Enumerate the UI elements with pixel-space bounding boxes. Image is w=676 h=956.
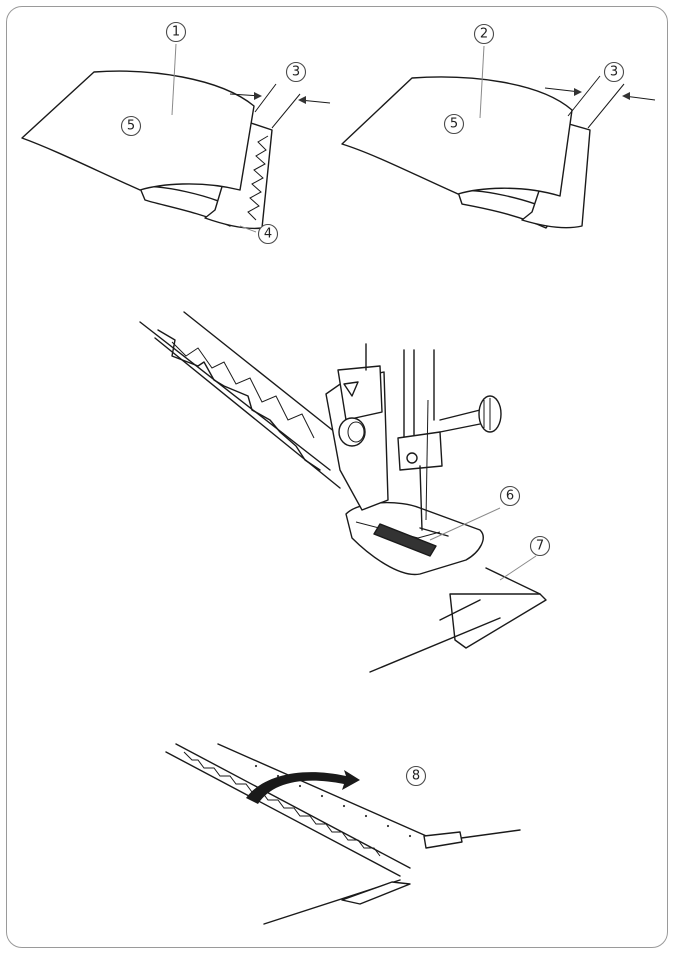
callout-2: 2	[473, 23, 495, 45]
zigzag-stitch	[247, 135, 269, 221]
svg-text:2: 2	[480, 27, 488, 42]
callout-7: 7	[529, 535, 551, 557]
svg-text:8: 8	[412, 769, 420, 784]
svg-text:3: 3	[292, 65, 300, 80]
svg-text:1: 1	[172, 25, 180, 40]
presser-foot-figure	[139, 311, 547, 673]
page-frame	[6, 6, 668, 948]
callout-3a: 3	[285, 61, 307, 83]
svg-text:5: 5	[450, 117, 458, 132]
fabric-fold-plain-figure	[341, 45, 656, 229]
callout-4: 4	[257, 223, 279, 245]
callout-6: 6	[499, 485, 521, 507]
fabric-fold-zigzag-figure	[21, 43, 331, 233]
svg-text:5: 5	[127, 119, 135, 134]
callout-8: 8	[405, 765, 427, 787]
callout-1: 1	[165, 21, 187, 43]
callout-3b: 3	[603, 61, 625, 83]
svg-text:4: 4	[264, 227, 272, 242]
finished-hem-figure	[165, 743, 521, 925]
svg-text:3: 3	[610, 65, 618, 80]
callout-5a: 5	[120, 115, 142, 137]
svg-text:6: 6	[506, 489, 514, 504]
svg-text:7: 7	[536, 539, 544, 554]
callout-5b: 5	[443, 113, 465, 135]
